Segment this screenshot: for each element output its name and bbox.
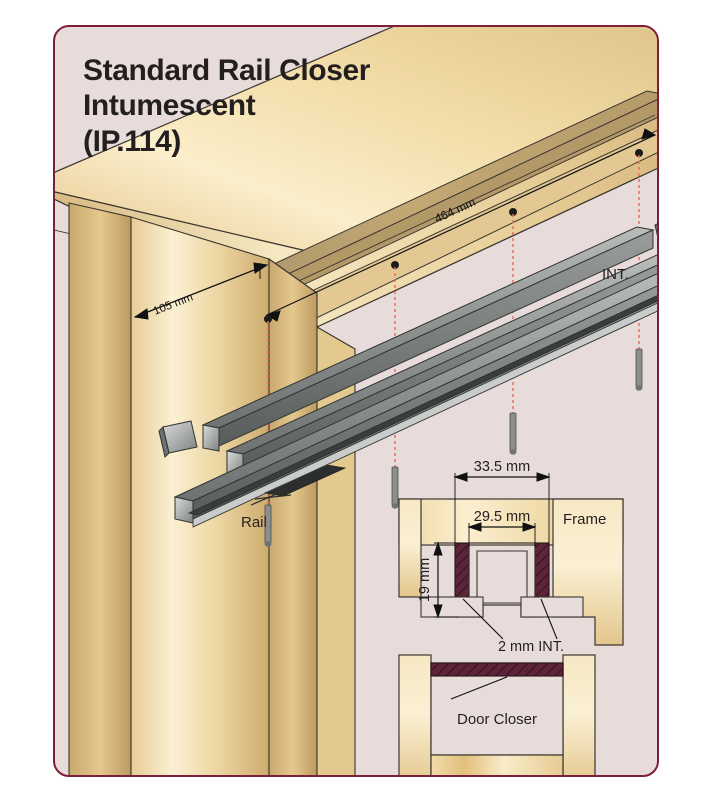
dimension-29-5mm [467, 522, 537, 547]
dimension-19mm [433, 541, 459, 619]
intumescent-strip-upper [201, 226, 655, 452]
door-closer-assembly: Door Closer [398, 654, 596, 775]
dimension-105mm [133, 262, 269, 320]
dimension-33-5mm [453, 472, 551, 547]
fixing-screw-1 [264, 504, 272, 547]
label-2mm-int: 2 mm INT. [498, 639, 564, 655]
fixing-screw-2 [391, 466, 399, 509]
label-33-5mm: 33.5 mm [474, 459, 530, 475]
rail-channel [173, 270, 657, 528]
cross-section-detail: Frame 33.5 mm 29.5 [398, 459, 624, 775]
label-19mm: 19 mm [417, 558, 433, 602]
label-door-closer: Door Closer [457, 711, 537, 728]
label-rail: Rail [241, 514, 267, 531]
guide-2 [391, 261, 399, 509]
strip-endcap-upper-right [654, 222, 657, 252]
callout-2mm-int [462, 598, 558, 640]
intumescent-horizontal [430, 662, 564, 677]
label-29-5mm: 29.5 mm [474, 509, 530, 525]
frame-jamb-left [68, 202, 356, 775]
label-intumescent: INT. [602, 266, 629, 283]
label-frame: Frame [563, 511, 606, 528]
fixing-screw-4 [635, 348, 643, 391]
strip-endcap-left-upper [158, 420, 198, 458]
fixing-screw-3 [509, 412, 517, 455]
diagram-card: Standard Rail Closer Intumescent (IP.114… [53, 25, 659, 777]
closer-intumescent-leader [450, 676, 508, 700]
dimension-464mm [265, 128, 657, 322]
guide-3 [509, 208, 517, 455]
technical-illustration: 105 mm 464 mm [55, 27, 657, 775]
section-channel-inner [476, 550, 528, 612]
section-frame-left-return [398, 498, 422, 598]
